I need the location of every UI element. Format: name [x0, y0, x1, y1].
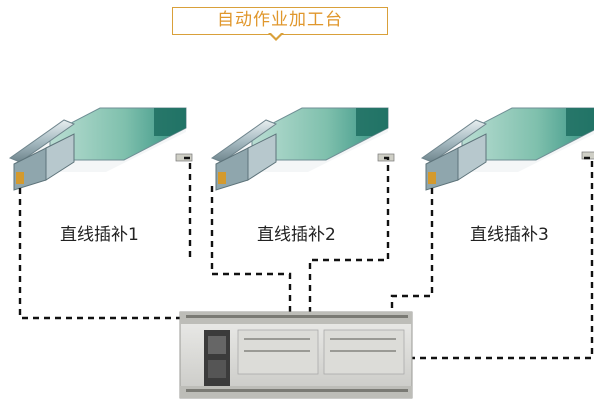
wire-stage3-right [398, 156, 594, 392]
linear-stage-icon [210, 107, 395, 191]
linear-stage-icon [420, 107, 594, 191]
linear-stage-icon [8, 107, 193, 191]
wire-stage1-left [18, 188, 192, 392]
station-label-1: 直线插补1 [60, 225, 139, 245]
station-label-2: 直线插补2 [257, 225, 336, 245]
plc-controller-icon [179, 311, 413, 399]
diagram-title-text: 自动作业加工台 [217, 10, 343, 30]
wire-stage1-right [184, 156, 192, 258]
wire-stage2-right [308, 156, 390, 392]
diagram-title: 自动作业加工台 [172, 7, 388, 35]
title-pointer-inner [270, 32, 282, 38]
station-label-3: 直线插补3 [470, 225, 549, 245]
